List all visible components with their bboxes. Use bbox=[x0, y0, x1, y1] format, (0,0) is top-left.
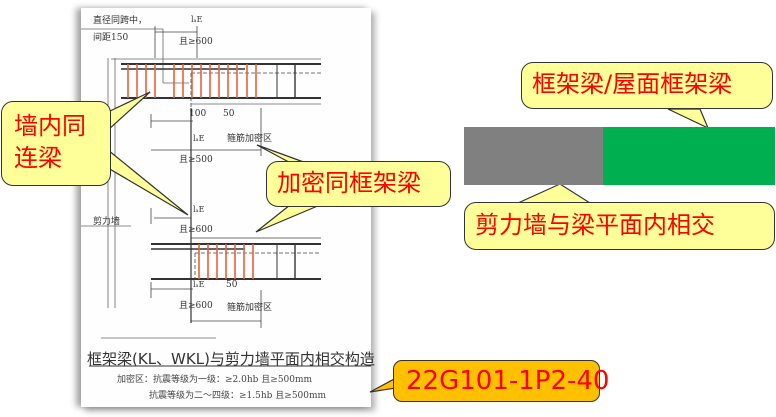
note-line1: 加密区：抗震等级为一级：≥2.0hb 且≥500mm bbox=[117, 375, 313, 385]
lae-top-condition: 且≥600 bbox=[179, 37, 213, 47]
lae-bottom-condition: 且≥600 bbox=[179, 301, 213, 311]
reference-label: 22G101-1P2-40 bbox=[393, 360, 609, 402]
callout-frame-beam-text: 框架梁/屋面框架梁 bbox=[532, 70, 733, 98]
drawing-caption: 框架梁(KL、WKL)与剪力墙平面内相交构造 bbox=[87, 350, 375, 368]
callout-frame-beam: 框架梁/屋面框架梁 bbox=[521, 62, 773, 109]
callout-wall-beam-line2: 连梁 bbox=[14, 144, 62, 172]
lae-lower-condition: 且≥600 bbox=[179, 225, 213, 235]
lae-bottom-label: lₐE bbox=[193, 280, 205, 289]
drawing-panel: 直径同跨中， 间距150 lₐE 且≥600 100 50 lₐE 箍筋加密区 … bbox=[81, 8, 375, 407]
zone-mid-label: 箍筋加密区 bbox=[227, 134, 273, 144]
callout-intersect-text: 剪力墙与梁平面内相交 bbox=[475, 211, 715, 239]
lae-lower-label: lₐE bbox=[193, 205, 205, 214]
dim-50-top: 50 bbox=[223, 109, 235, 119]
zone-bottom-label: 箍筋加密区 bbox=[227, 303, 273, 313]
callout-intersect: 剪力墙与梁平面内相交 bbox=[464, 202, 775, 250]
lae-mid-label: lₐE bbox=[193, 134, 205, 143]
lae-top-label: lₐE bbox=[191, 15, 203, 24]
dim-50-bottom: 50 bbox=[226, 280, 238, 290]
frame-beam-bar bbox=[603, 127, 775, 185]
note-line2: 抗震等级为二～四级：≥1.5hb 且≥500mm bbox=[149, 391, 327, 401]
shear-wall-label: 剪力墙 bbox=[93, 217, 121, 227]
callout-wall-beam: 墙内同 连梁 bbox=[1, 101, 111, 186]
shear-wall-bar bbox=[464, 127, 603, 185]
callout-dense-zone-text: 加密同框架梁 bbox=[277, 169, 421, 197]
top-note-line1: 直径同跨中， bbox=[93, 16, 148, 26]
stirrups-bottom bbox=[198, 244, 254, 279]
dim-100: 100 bbox=[189, 109, 207, 119]
top-note-line2: 间距150 bbox=[93, 33, 129, 43]
callout-dense-zone: 加密同框架梁 bbox=[266, 161, 451, 207]
lae-mid-condition: 且≥500 bbox=[179, 155, 213, 165]
callout-wall-beam-line1: 墙内同 bbox=[14, 112, 86, 140]
